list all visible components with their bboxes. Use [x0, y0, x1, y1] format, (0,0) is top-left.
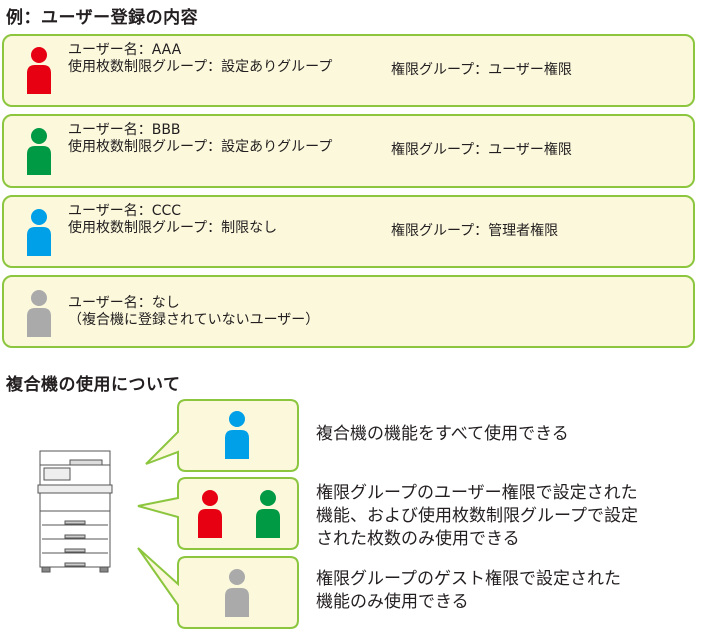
description-admin: 複合機の機能をすべて使用できる: [316, 423, 569, 446]
usage-title: 複合機の使用について: [6, 375, 181, 395]
user-card-bbb: ユーザー名：BBB 使用枚数制限グループ：設定ありグループ 権限グループ：ユーザ…: [2, 114, 695, 188]
person-green-icon: [256, 490, 280, 538]
description-line: 機能のみ使用できる: [316, 592, 469, 612]
description-guest: 権限グループのゲスト権限で設定された 機能のみ使用できる: [316, 568, 621, 614]
user-name-line: ユーザー名：CCC: [68, 203, 182, 219]
description-line: 権限グループのゲスト権限で設定された: [316, 569, 621, 589]
description-line: 権限グループのユーザー権限で設定された: [316, 483, 638, 503]
description-line: 複合機の機能をすべて使用できる: [316, 424, 569, 444]
user-name-line: ユーザー名：AAA: [68, 42, 182, 58]
user-card-ccc: ユーザー名：CCC 使用枚数制限グループ：制限なし 権限グループ：管理者権限: [2, 195, 695, 268]
usage-group-line: （複合機に登録されていないユーザー）: [68, 312, 320, 328]
user-card-aaa: ユーザー名：AAA 使用枚数制限グループ：設定ありグループ 権限グループ：ユーザ…: [2, 34, 695, 107]
user-name-line: ユーザー名：なし: [68, 295, 180, 311]
description-line: された枚数のみ使用できる: [316, 529, 520, 549]
person-gray-icon: [225, 569, 249, 617]
person-gray-icon: [27, 290, 51, 337]
perm-group-line: 権限グループ：管理者権限: [391, 223, 559, 239]
perm-group-line: 権限グループ：ユーザー権限: [391, 142, 572, 158]
usage-group-line: 使用枚数制限グループ：設定ありグループ: [68, 59, 333, 75]
perm-group-line: 権限グループ：ユーザー権限: [391, 62, 572, 78]
bubble-admin: [145, 399, 299, 472]
person-blue-icon: [225, 411, 249, 459]
usage-group-line: 使用枚数制限グループ：制限なし: [68, 220, 278, 236]
usage-group-line: 使用枚数制限グループ：設定ありグループ: [68, 139, 333, 155]
description-users: 権限グループのユーザー権限で設定された 機能、および使用枚数制限グループで設定 …: [316, 482, 638, 551]
example-title: 例：ユーザー登録の内容: [6, 8, 199, 28]
description-line: 機能、および使用枚数制限グループで設定: [316, 506, 638, 526]
person-blue-icon: [27, 209, 51, 256]
user-card-none: ユーザー名：なし （複合機に登録されていないユーザー）: [2, 275, 695, 348]
user-name-line: ユーザー名：BBB: [68, 122, 181, 138]
printer-icon: [37, 450, 113, 573]
bubble-guest: [137, 547, 299, 629]
person-red-icon: [27, 47, 51, 94]
person-green-icon: [27, 128, 51, 175]
person-red-icon: [198, 490, 222, 538]
